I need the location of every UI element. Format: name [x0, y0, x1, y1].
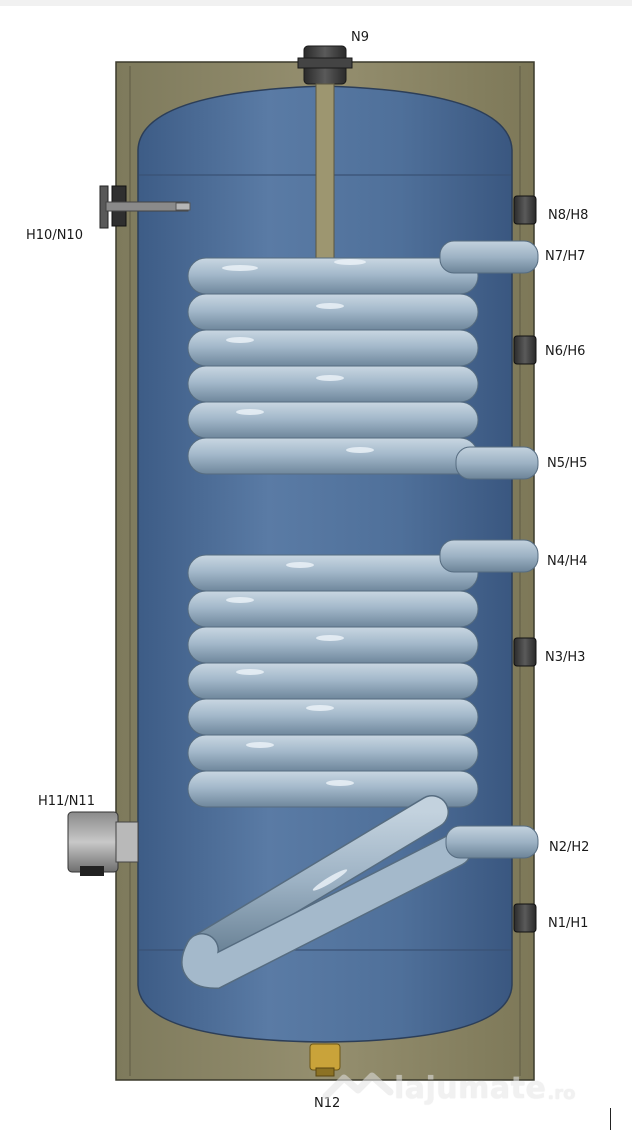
- label-n2-h2: N2/H2: [549, 840, 590, 855]
- watermark: lajumate .ro: [322, 1068, 575, 1108]
- label-n8-h8: N8/H8: [548, 208, 589, 223]
- top-connection-n9: [297, 45, 353, 267]
- text-cursor: [610, 1108, 611, 1130]
- top-border: [0, 0, 632, 6]
- right-connectors: [513, 195, 537, 933]
- flange-h11-n11: [67, 811, 139, 876]
- label-n5-h5: N5/H5: [547, 456, 588, 471]
- upper-heating-coil: [187, 240, 539, 480]
- label-n7-h7: N7/H7: [545, 249, 586, 264]
- watermark-tld: .ro: [547, 1082, 576, 1104]
- drain-n12: [309, 1043, 341, 1077]
- probe-h10-n10: [99, 185, 191, 229]
- label-n1-h1: N1/H1: [548, 916, 589, 931]
- label-h11-n11: H11/N11: [38, 794, 95, 809]
- lower-heating-coil: [181, 539, 539, 990]
- label-n9: N9: [351, 30, 369, 45]
- label-n3-h3: N3/H3: [545, 650, 586, 665]
- label-n12: N12: [314, 1096, 341, 1111]
- label-n4-h4: N4/H4: [547, 554, 588, 569]
- label-h10-n10: H10/N10: [26, 228, 83, 243]
- watermark-brand: lajumate: [394, 1070, 547, 1106]
- label-n6-h6: N6/H6: [545, 344, 586, 359]
- watermark-logo-icon: [322, 1072, 394, 1100]
